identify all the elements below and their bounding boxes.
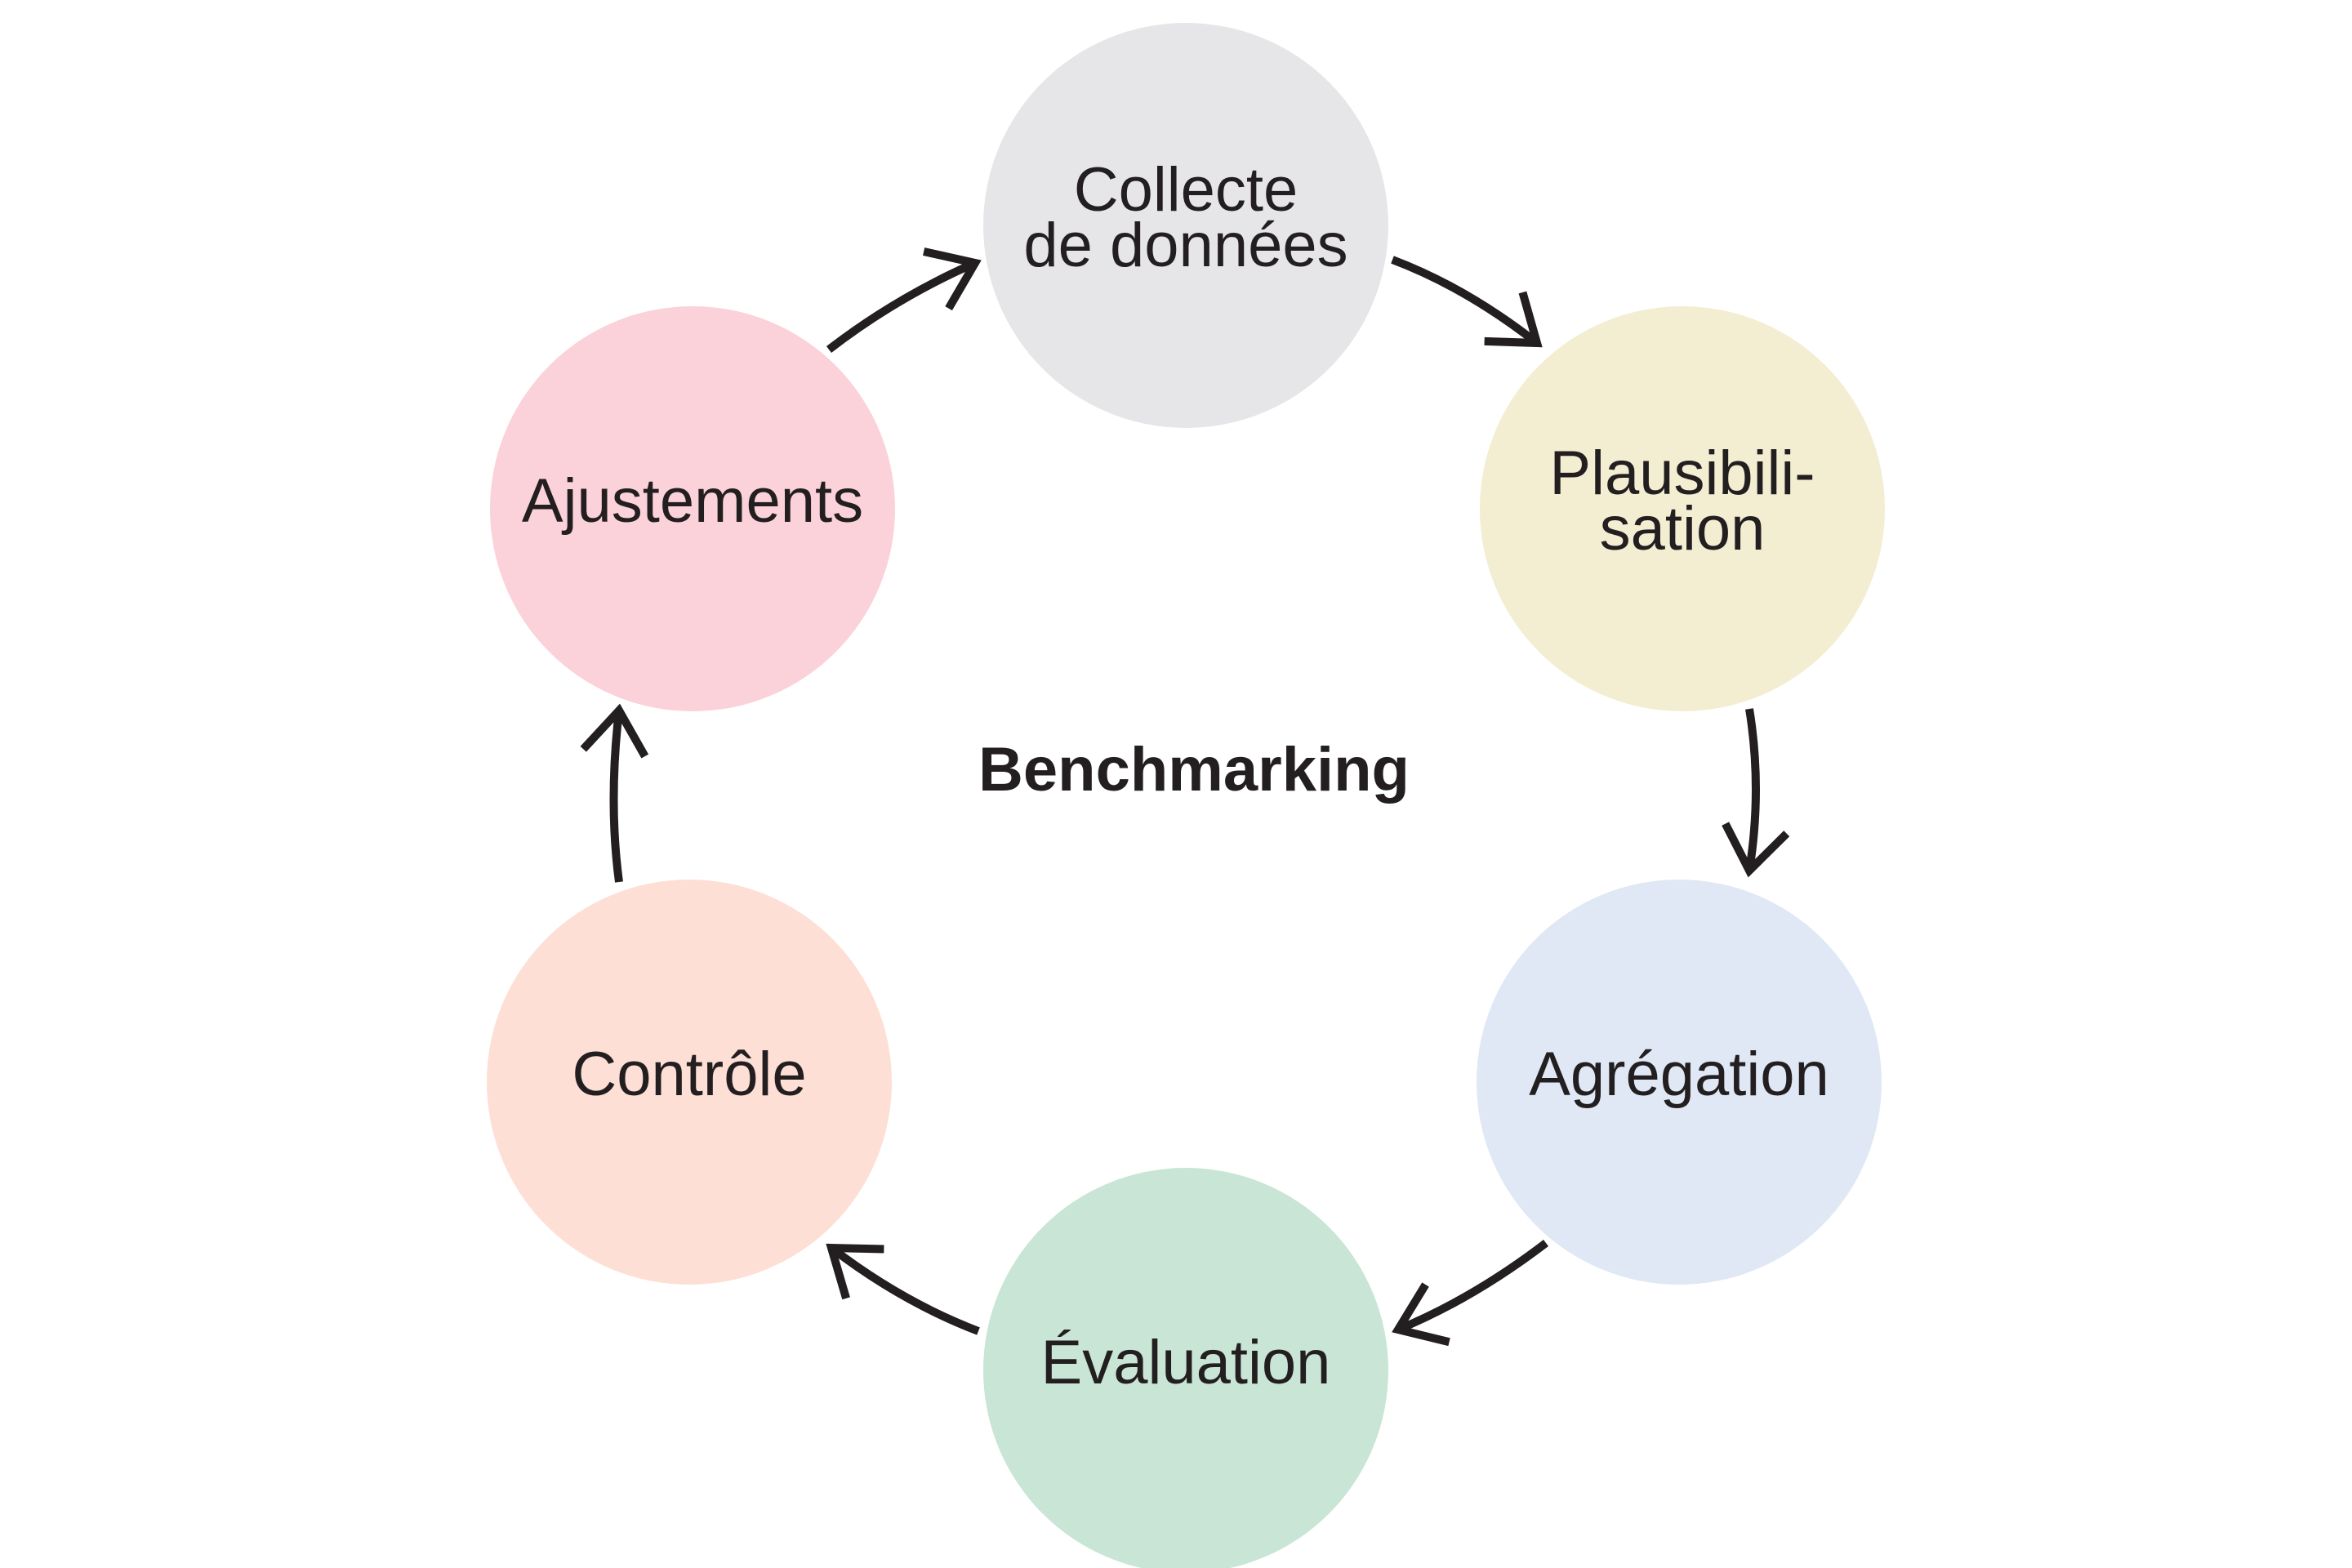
node-label-plausibilisation: sation: [1600, 494, 1766, 564]
node-label-collecte: Collecte: [1074, 155, 1298, 225]
node-ajustements: Ajustements: [490, 306, 895, 711]
node-label-controle: Contrôle: [572, 1040, 806, 1109]
node-label-agregation: Agrégation: [1529, 1040, 1829, 1109]
node-plausibilisation: Plausibili-sation: [1480, 306, 1885, 711]
arrow-shaft: [826, 259, 978, 353]
arrow-shaft: [1396, 1240, 1549, 1334]
node-label-collecte: de données: [1023, 211, 1348, 280]
arrows-layer: [580, 247, 1790, 1347]
arrow-shaft: [609, 710, 623, 883]
arrow-agregation-to-evaluation: [1392, 1240, 1549, 1347]
arrow-head-icon: [1484, 291, 1543, 348]
arrow-shaft: [1391, 256, 1540, 346]
arrow-plausibilisation-to-agregation: [1722, 708, 1790, 878]
arrow-controle-to-ajustements: [580, 703, 649, 883]
node-circle-agregation: [1477, 880, 1882, 1285]
node-circle-evaluation: [983, 1168, 1388, 1568]
arrow-head-icon: [1722, 822, 1790, 878]
arrow-head-icon: [923, 247, 982, 311]
node-circle-controle: [487, 880, 892, 1285]
arrow-head-icon: [580, 703, 649, 759]
node-label-plausibilisation: Plausibili-: [1549, 439, 1815, 508]
node-circle-ajustements: [490, 306, 895, 711]
node-circle-plausibilisation: [1480, 306, 1885, 711]
node-evaluation: Évaluation: [983, 1168, 1388, 1568]
arrow-evaluation-to-controle: [826, 1243, 980, 1335]
center-title: Benchmarking: [978, 735, 1410, 804]
arrow-collecte-to-plausibilisation: [1391, 256, 1543, 348]
arrow-shaft: [1745, 708, 1760, 871]
node-controle: Contrôle: [487, 880, 892, 1285]
node-agregation: Agrégation: [1477, 880, 1882, 1285]
node-circle-collecte: [983, 23, 1388, 428]
node-label-evaluation: Évaluation: [1041, 1328, 1331, 1397]
arrow-ajustements-to-collecte: [826, 247, 982, 353]
arrow-head-icon: [826, 1243, 884, 1300]
arrow-head-icon: [1392, 1282, 1450, 1347]
node-label-ajustements: Ajustements: [522, 466, 863, 536]
arrow-shaft: [828, 1245, 980, 1335]
